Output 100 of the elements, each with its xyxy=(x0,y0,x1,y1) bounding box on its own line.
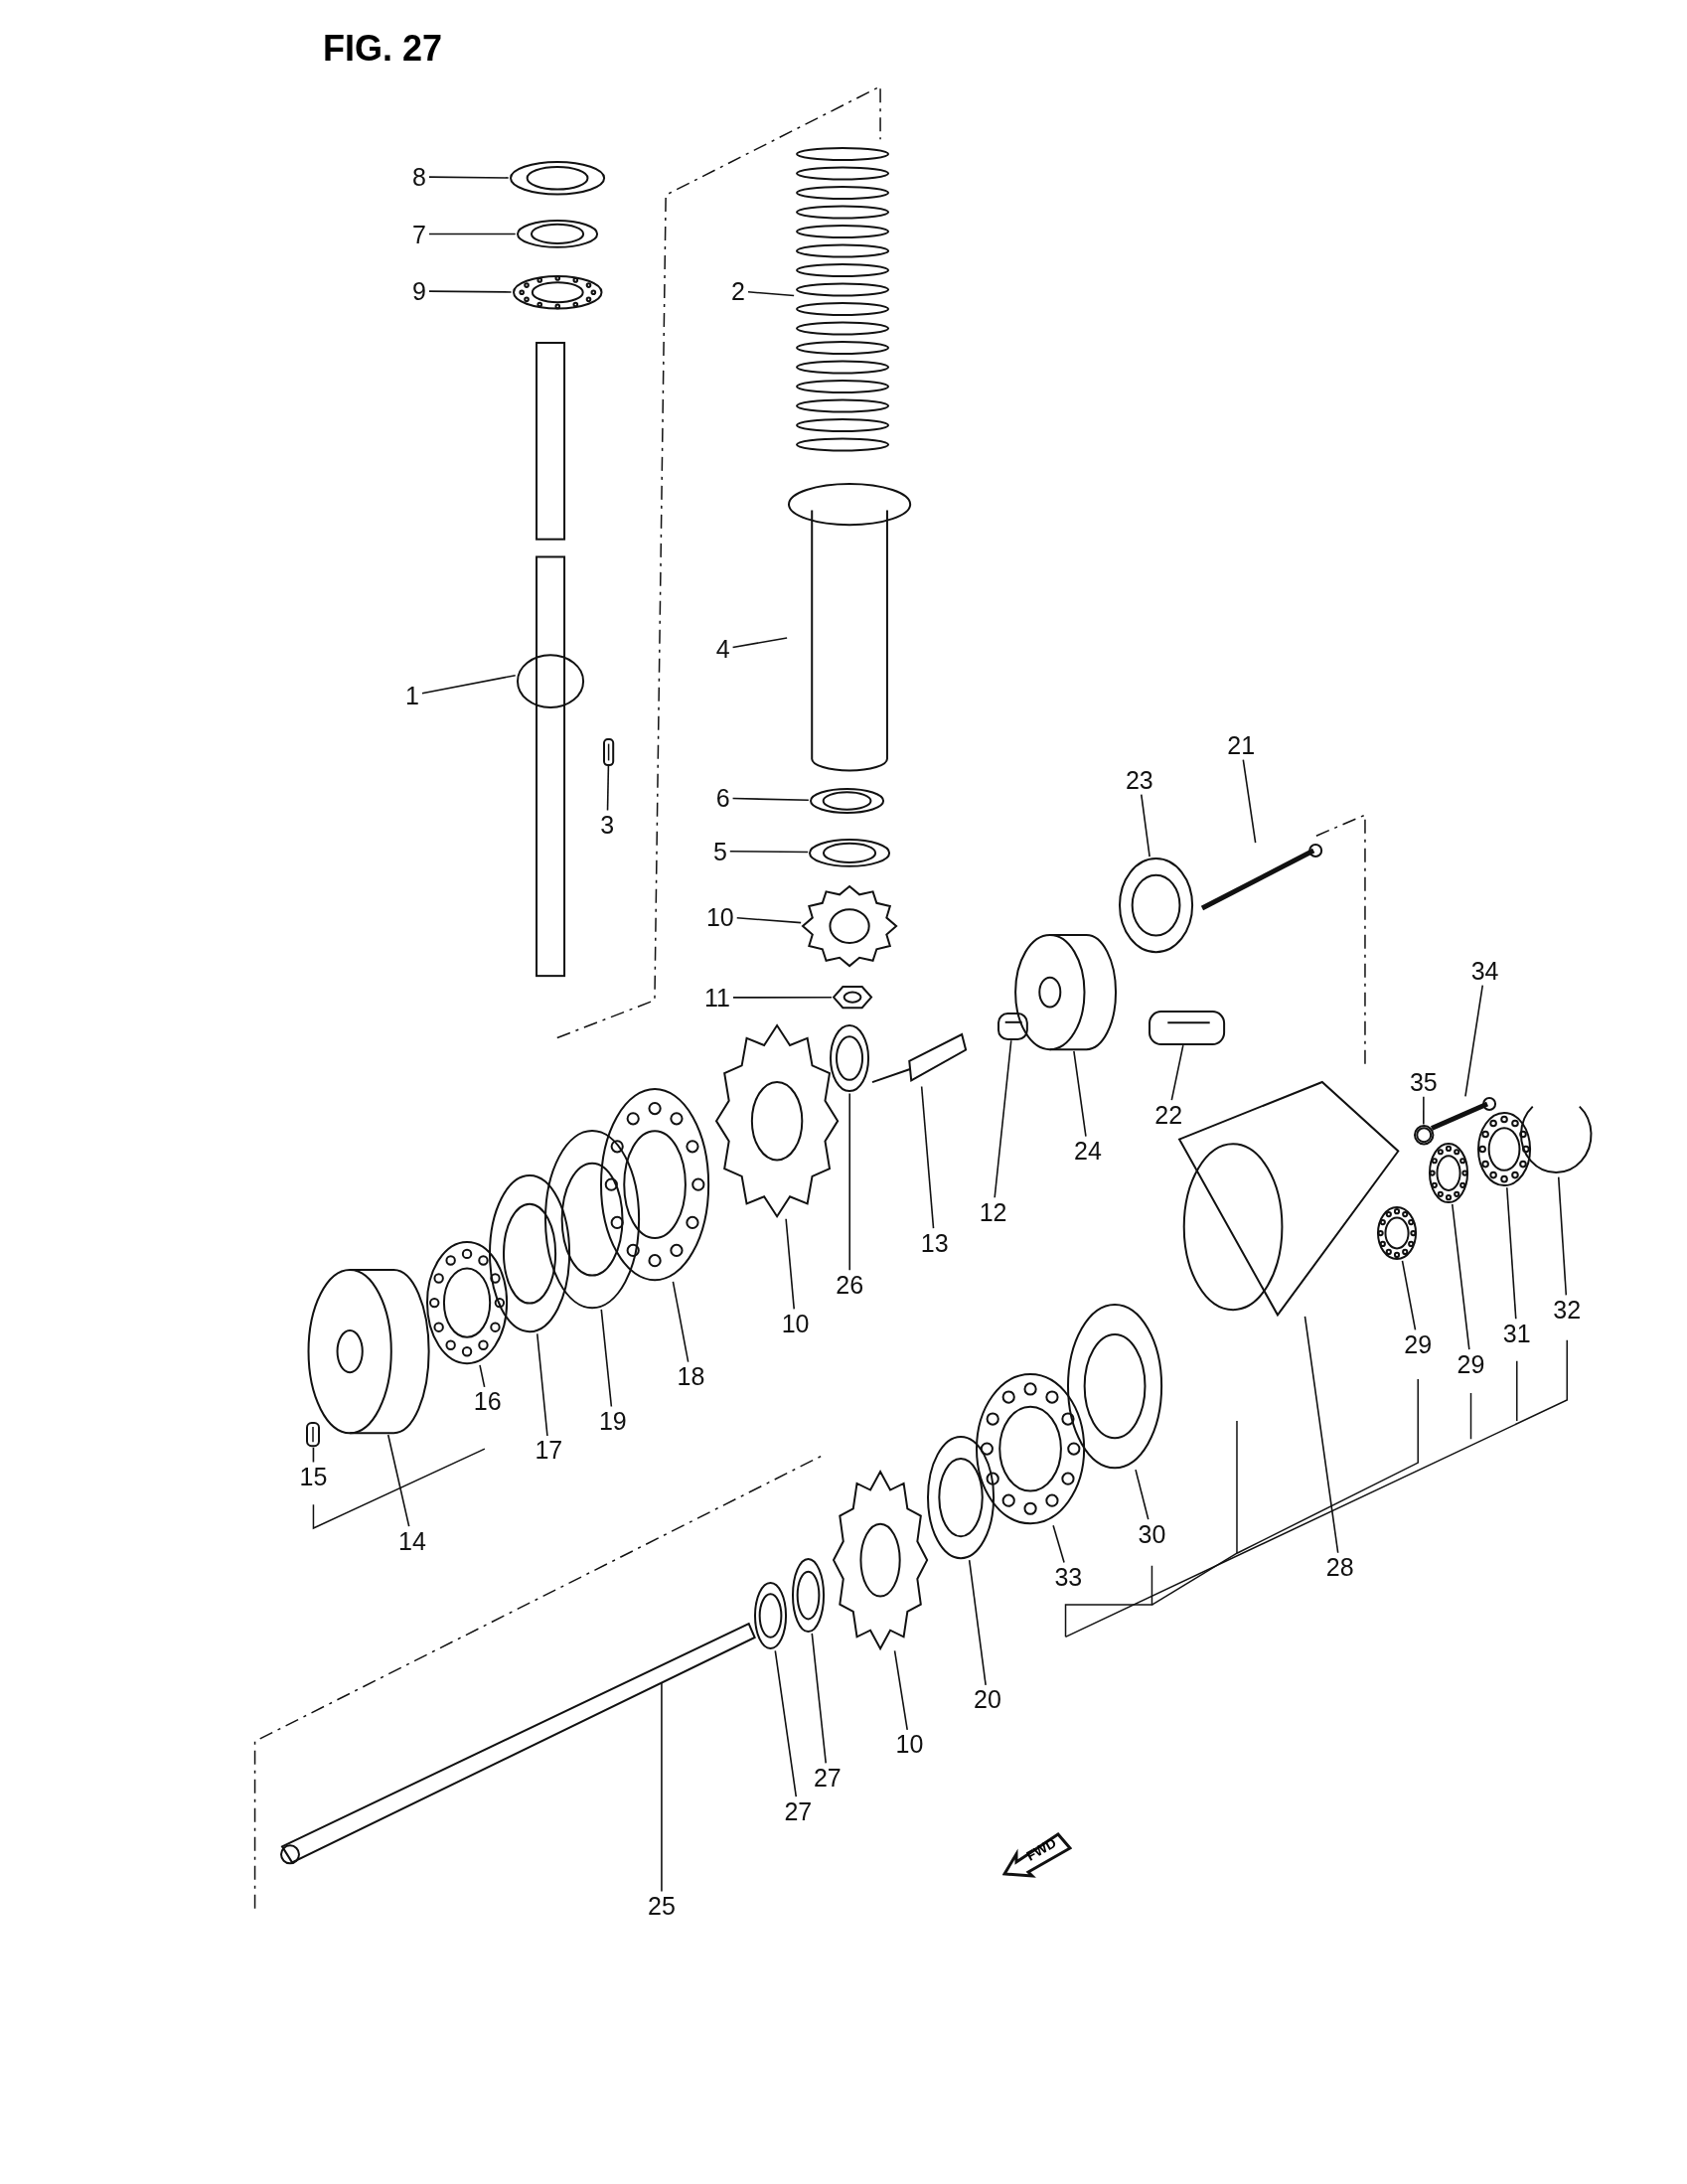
callout-number: 21 xyxy=(1224,730,1259,760)
shim-drawing xyxy=(487,1173,571,1334)
callout-number: 8 xyxy=(409,162,429,192)
o-ring-drawing xyxy=(1065,1302,1163,1471)
leader-line xyxy=(729,850,809,854)
leader-line xyxy=(536,1332,548,1437)
callout-number: 22 xyxy=(1151,1100,1186,1130)
leader-line xyxy=(747,291,795,297)
callout-number: 34 xyxy=(1467,956,1502,986)
washer-drawing xyxy=(508,160,606,197)
pin-drawing xyxy=(997,1013,1028,1041)
leader-line xyxy=(811,1633,828,1765)
shim-drawing xyxy=(926,1435,997,1561)
leader-line xyxy=(606,765,610,812)
callout-number: 10 xyxy=(702,902,737,931)
callout-number: 6 xyxy=(712,783,733,813)
callout-number: 18 xyxy=(674,1361,708,1391)
leader-line xyxy=(1423,1096,1425,1126)
bearing-drawing xyxy=(975,1371,1087,1526)
leader-line xyxy=(731,637,788,649)
callout-number: 20 xyxy=(971,1684,1004,1714)
thrust-bearing-drawing xyxy=(511,274,604,311)
leader-line xyxy=(479,1364,486,1388)
spring-drawing xyxy=(794,146,892,453)
callout-number: 4 xyxy=(712,634,733,664)
clutch-drawing xyxy=(306,1267,432,1436)
callout-number: 3 xyxy=(597,810,618,840)
callout-number: 35 xyxy=(1406,1067,1441,1097)
callout-number: 9 xyxy=(409,276,429,306)
washer-drawing xyxy=(515,219,599,249)
callout-number: 28 xyxy=(1322,1552,1357,1582)
leader-line xyxy=(774,1649,798,1797)
leader-line xyxy=(1135,1469,1150,1520)
callout-number: 7 xyxy=(409,220,429,249)
pin-drawing xyxy=(306,1422,321,1448)
callout-number: 23 xyxy=(1122,765,1156,795)
gear-drawing xyxy=(801,884,899,969)
leader-line xyxy=(428,233,517,235)
callout-number: 10 xyxy=(892,1729,927,1759)
bearing-drawing xyxy=(1476,1111,1533,1188)
washer-drawing xyxy=(790,1556,826,1634)
bolt-drawing xyxy=(1428,1096,1498,1133)
ring-drawing xyxy=(808,787,885,816)
callout-number: 14 xyxy=(395,1526,429,1556)
callout-number: 12 xyxy=(976,1197,1010,1227)
leader-line xyxy=(600,1309,613,1408)
gear-drawing xyxy=(714,1023,841,1219)
leader-line xyxy=(893,1649,908,1731)
leader-line xyxy=(731,797,810,802)
callout-number: 31 xyxy=(1499,1319,1534,1348)
callout-number: 33 xyxy=(1051,1562,1086,1592)
leader-line xyxy=(735,917,802,924)
race-drawing xyxy=(542,1128,641,1310)
leader-line xyxy=(1506,1186,1517,1320)
callout-number: 29 xyxy=(1401,1329,1436,1359)
leader-line xyxy=(1170,1044,1184,1101)
figure-title: FIG. 27 xyxy=(323,28,443,70)
leader-line xyxy=(968,1559,987,1686)
callout-number: 19 xyxy=(595,1406,630,1436)
leader-line xyxy=(386,1434,410,1527)
callout-number: 5 xyxy=(709,837,730,866)
clip-drawing xyxy=(1412,1124,1436,1147)
callout-number: 10 xyxy=(778,1309,813,1338)
bearing-drawing xyxy=(1376,1204,1419,1261)
callout-number: 24 xyxy=(1071,1136,1105,1166)
washer-drawing xyxy=(829,1023,871,1094)
leader-line xyxy=(994,1039,1012,1199)
sleeve-drawing xyxy=(787,480,913,774)
callout-number: 1 xyxy=(402,681,422,710)
leader-line xyxy=(661,1681,663,1893)
callout-number: 15 xyxy=(296,1462,331,1491)
callout-number: 26 xyxy=(833,1270,867,1300)
callout-number: 32 xyxy=(1550,1295,1585,1325)
gear-drawing xyxy=(832,1470,930,1651)
washer-drawing xyxy=(752,1581,788,1651)
callout-number: 17 xyxy=(532,1435,566,1465)
pin-drawing xyxy=(1148,1011,1226,1046)
cap-drawing xyxy=(1118,857,1195,955)
leader-line xyxy=(428,176,510,179)
bearing-drawing xyxy=(424,1239,509,1365)
leader-line xyxy=(1052,1524,1065,1564)
leader-line xyxy=(1073,1050,1087,1138)
leader-line xyxy=(428,290,513,293)
callout-number: 13 xyxy=(917,1228,952,1258)
leader-line xyxy=(1304,1316,1339,1554)
callout-number: 30 xyxy=(1135,1519,1169,1549)
callout-number: 16 xyxy=(470,1386,505,1416)
callout-number: 27 xyxy=(810,1763,844,1793)
leader-line xyxy=(848,1092,850,1271)
leader-line xyxy=(1557,1175,1568,1297)
callout-number: 2 xyxy=(728,276,748,306)
leader-line xyxy=(1451,1203,1470,1350)
leader-line xyxy=(1242,758,1257,844)
bearing-drawing xyxy=(1428,1141,1470,1204)
ring-drawing xyxy=(808,837,892,868)
leader-line xyxy=(1401,1260,1417,1331)
leader-line xyxy=(1140,793,1150,858)
leader-line xyxy=(785,1217,796,1311)
callout-number: 25 xyxy=(645,1891,679,1921)
leader-line xyxy=(1464,984,1484,1098)
